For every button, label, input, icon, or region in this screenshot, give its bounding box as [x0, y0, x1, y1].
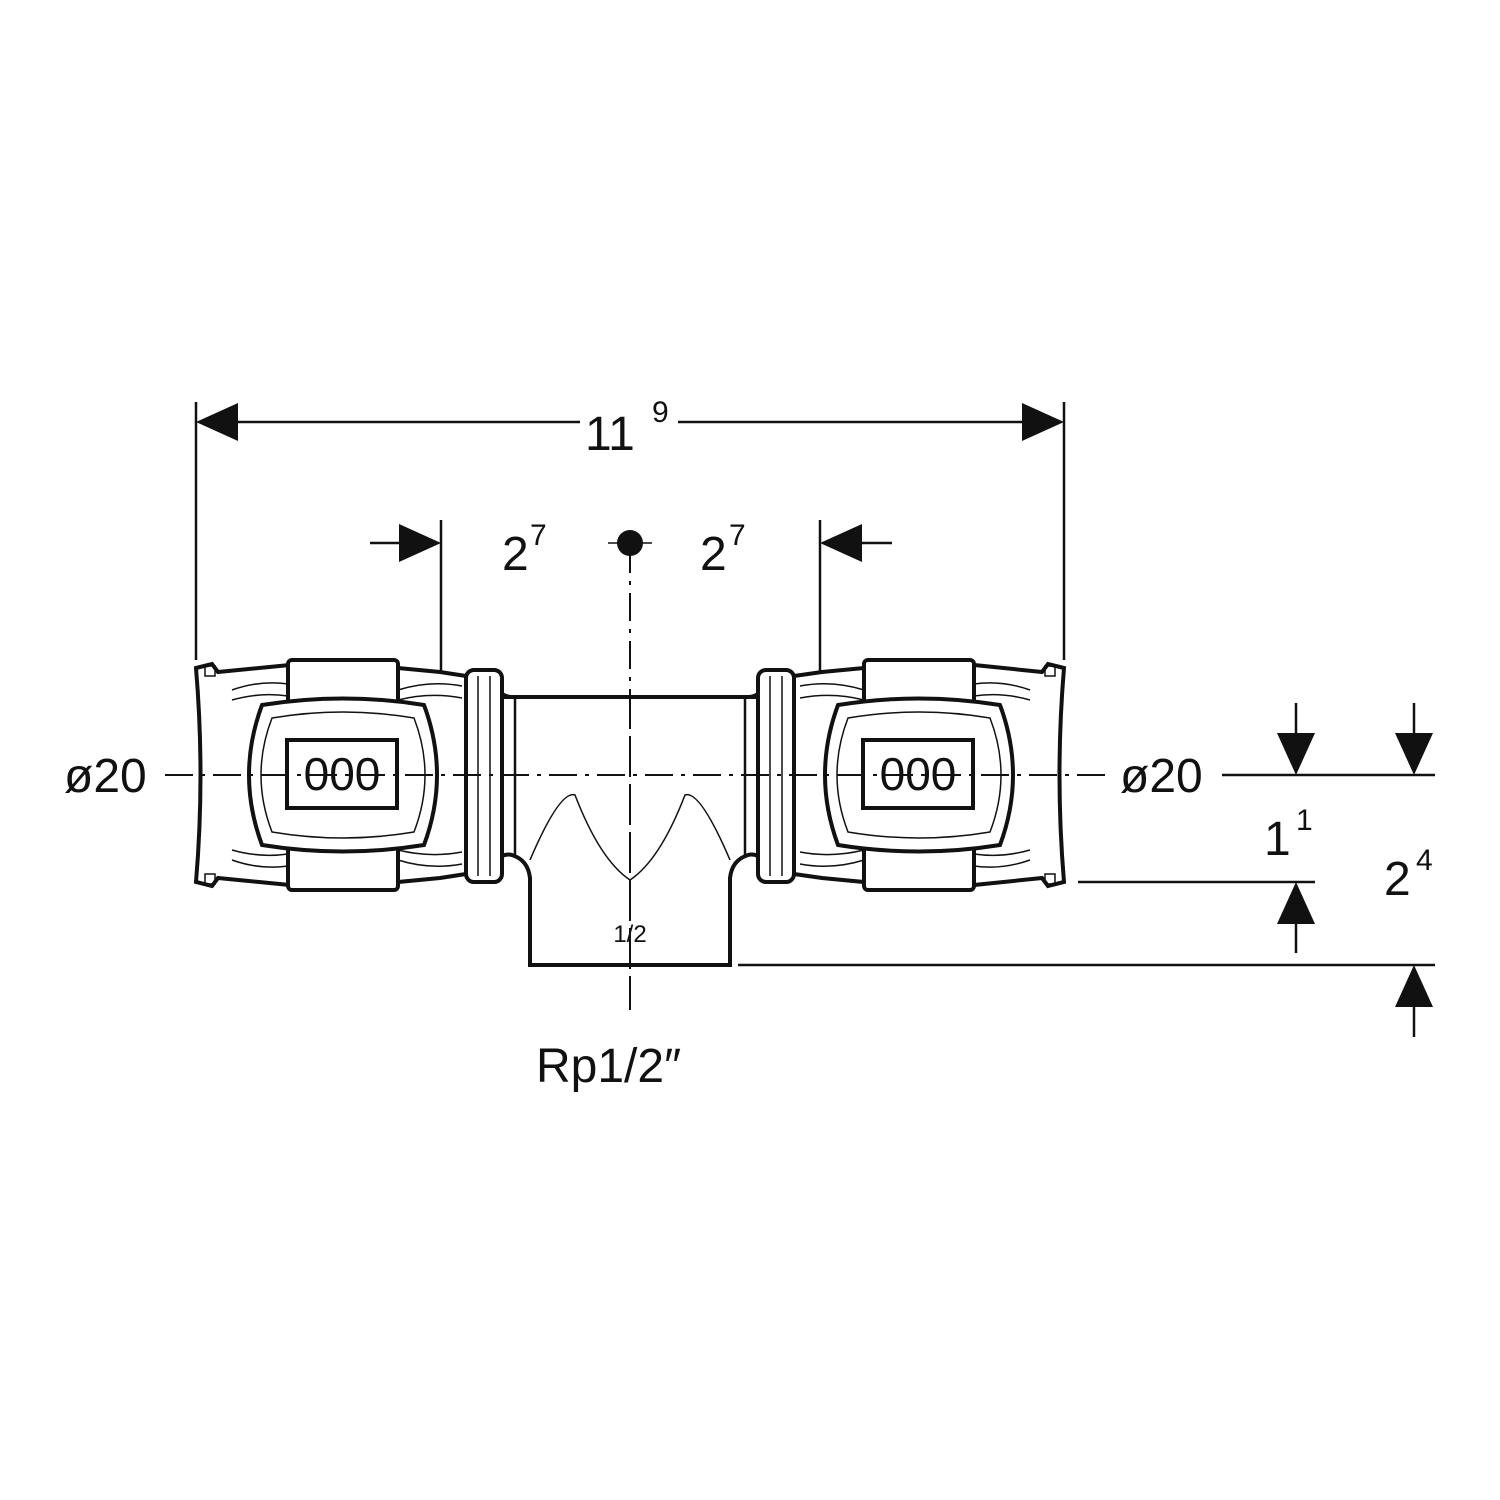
arrow-up-inner-icon — [1277, 882, 1315, 924]
left-insertion-dimension: 2 7 — [370, 519, 547, 672]
branch-height-inner-sup: 1 — [1296, 804, 1313, 837]
left-sleeve-upper-fins-inner — [397, 683, 463, 701]
right-inspection-window-inner — [836, 711, 1002, 839]
left-sleeve-upper-fins — [231, 682, 289, 701]
right-sleeve-upper-fins — [973, 682, 1031, 701]
right-rivet — [1044, 665, 1056, 677]
right-pipe-diameter-label: ø20 — [1120, 750, 1203, 803]
right-collar — [756, 668, 796, 884]
overall-length-sup: 9 — [652, 396, 669, 429]
left-insertion-sup: 7 — [530, 519, 547, 552]
right-sleeve-upper-fins-inner — [799, 683, 865, 701]
branch-thread-label: Rp1/2″ — [536, 1040, 681, 1093]
arrow-down-outer-icon — [1395, 733, 1433, 775]
right-sleeve-lower-fins — [973, 849, 1031, 868]
right-insertion-dimension: 2 7 — [700, 519, 892, 672]
left-sleeve-lower-fins — [231, 849, 289, 868]
overall-length-dimension: 11 9 — [194, 396, 1066, 660]
branch-height-inner-value: 1 — [1264, 813, 1291, 866]
right-push-fit-sleeve: 000 — [792, 658, 1067, 892]
left-pipe-diameter-label: ø20 — [64, 750, 147, 803]
left-rivet — [204, 665, 216, 677]
overall-length-value: 11 — [585, 408, 635, 461]
branch-height-dimensions: 1 1 2 4 — [738, 703, 1435, 1037]
arrow-up-outer-icon — [1395, 965, 1433, 1007]
left-inspection-window-inner — [260, 711, 426, 839]
right-rivet — [1044, 873, 1056, 885]
center-point-marker — [617, 530, 643, 556]
left-sleeve-lower-fins-inner — [397, 849, 463, 867]
right-insertion-value: 2 — [700, 528, 727, 581]
arrow-left-icon — [196, 403, 238, 441]
branch-height-outer-sup: 4 — [1416, 844, 1433, 877]
arrow-left-insertion-icon — [399, 524, 441, 562]
branch-height-outer-value: 2 — [1384, 853, 1411, 906]
right-insertion-sup: 7 — [729, 519, 746, 552]
arrow-right-icon — [1022, 403, 1064, 441]
left-push-fit-sleeve: 000 — [193, 658, 468, 892]
left-insertion-value: 2 — [502, 528, 529, 581]
arrow-down-inner-icon — [1277, 733, 1315, 775]
arrow-right-insertion-icon — [820, 524, 862, 562]
right-sleeve-lower-fins-inner — [799, 849, 865, 867]
left-rivet — [204, 873, 216, 885]
